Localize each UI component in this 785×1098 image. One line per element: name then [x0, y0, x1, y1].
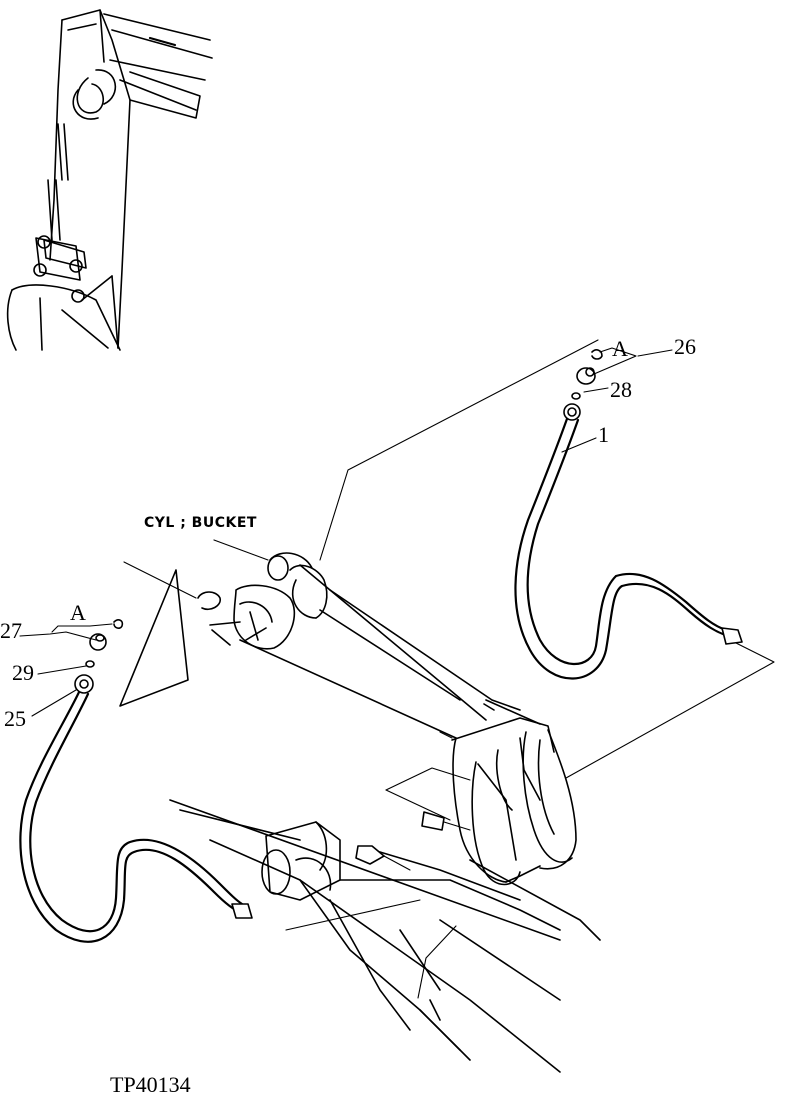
o-ring-29	[85, 660, 95, 668]
arm-assembly	[119, 339, 775, 1073]
label-part-27: 27	[0, 618, 22, 643]
label-part-25: 25	[4, 706, 26, 731]
callout-leaders	[19, 347, 673, 717]
figure-code: TP40134	[110, 1072, 191, 1097]
label-part-1: 1	[598, 422, 609, 447]
fitting-27	[89, 619, 124, 651]
label-ref-a-right: A	[612, 336, 628, 361]
label-ref-a-left: A	[70, 600, 86, 625]
inset-boom-overview	[6, 9, 213, 351]
hose-1	[514, 403, 743, 680]
label-part-29: 29	[12, 660, 34, 685]
o-ring-28	[571, 392, 581, 400]
label-part-28: 28	[610, 377, 632, 402]
fitting-26	[576, 349, 603, 385]
label-cyl-bucket: CYL ; BUCKET	[144, 515, 257, 531]
hose-25	[19, 674, 253, 943]
label-part-26: 26	[674, 334, 696, 359]
